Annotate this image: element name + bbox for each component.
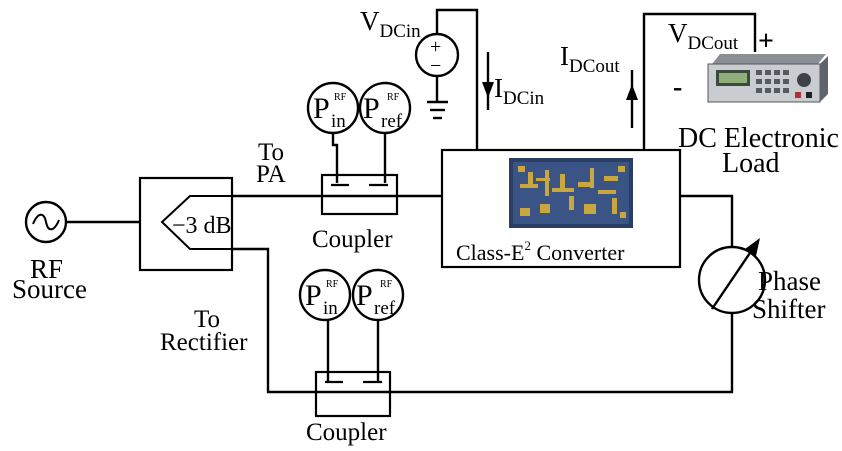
load-chassis-top xyxy=(712,54,826,64)
meter-top-pref-super: RF xyxy=(387,92,400,103)
meter-top-pin: P RF in xyxy=(308,83,358,133)
dc-electronic-load-photo xyxy=(708,54,828,102)
converter-chip-photo xyxy=(509,158,633,228)
meter-bottom-pin: P RF in xyxy=(300,270,350,320)
rf-source-label-2: Source xyxy=(12,274,87,304)
dc-load-label-2: Load xyxy=(722,148,780,179)
meter-bottom-pin-main: P xyxy=(305,279,322,312)
meter-top-pref-sub: ref xyxy=(381,111,403,132)
idcout-label: IDCout xyxy=(560,41,620,77)
meter-bottom-pin-sub: in xyxy=(323,298,338,319)
meter-bottom-pref-sub: ref xyxy=(374,298,396,319)
vdcout-minus: - xyxy=(673,72,682,103)
meter-bottom-pref-super: RF xyxy=(380,279,393,290)
meter-top-pref-main: P xyxy=(363,92,380,125)
converter-label: Class-E2 Converter xyxy=(456,238,625,265)
meter-bottom-pref-main: P xyxy=(356,279,373,312)
wire-converter-phase-shifter xyxy=(680,196,732,247)
to-pa-label-2: PA xyxy=(256,161,286,188)
idcin-label: IDCin xyxy=(494,73,545,109)
coupler-top: Coupler xyxy=(312,175,397,253)
to-rectifier-label-2: Rectifier xyxy=(160,329,248,356)
vdcout-plus: + xyxy=(758,26,774,57)
coupler-top-label: Coupler xyxy=(312,226,393,253)
phase-shifter-label-1: Phase xyxy=(758,266,821,296)
power-splitter: −3 dB xyxy=(140,178,232,270)
load-terminal-red xyxy=(795,92,801,98)
rf-source: RF Source xyxy=(12,202,87,304)
vdcout-label: VDCout xyxy=(668,18,739,54)
meter-bottom-pref: P RF ref xyxy=(353,270,403,320)
wire-vdcin xyxy=(437,10,477,150)
idcin-arrow-head xyxy=(482,82,494,98)
meter-top-pref: P RF ref xyxy=(360,83,410,133)
phase-shifter-label-2: Shifter xyxy=(752,294,826,324)
load-display-glow xyxy=(719,73,747,83)
coupler-bottom: Coupler xyxy=(306,372,390,446)
load-knob xyxy=(797,73,811,87)
meter-top-pin-main: P xyxy=(313,92,330,125)
coupler-bottom-label: Coupler xyxy=(306,419,387,446)
meter-bottom-pin-super: RF xyxy=(326,279,339,290)
meter-top-pin-sub: in xyxy=(331,111,346,132)
load-chassis-side xyxy=(820,56,828,102)
vdcin-label: VDCin xyxy=(360,6,421,42)
dc-source-minus: − xyxy=(430,55,441,77)
wire-splitter-rectifier xyxy=(232,249,732,392)
splitter-label: −3 dB xyxy=(172,213,232,239)
meter-top-pin-super: RF xyxy=(334,92,347,103)
dc-voltage-source: + − xyxy=(416,34,458,77)
class-e2-converter: Class-E2 Converter xyxy=(442,150,680,267)
load-terminal-black xyxy=(806,92,812,98)
idcout-arrow-head xyxy=(626,84,638,100)
